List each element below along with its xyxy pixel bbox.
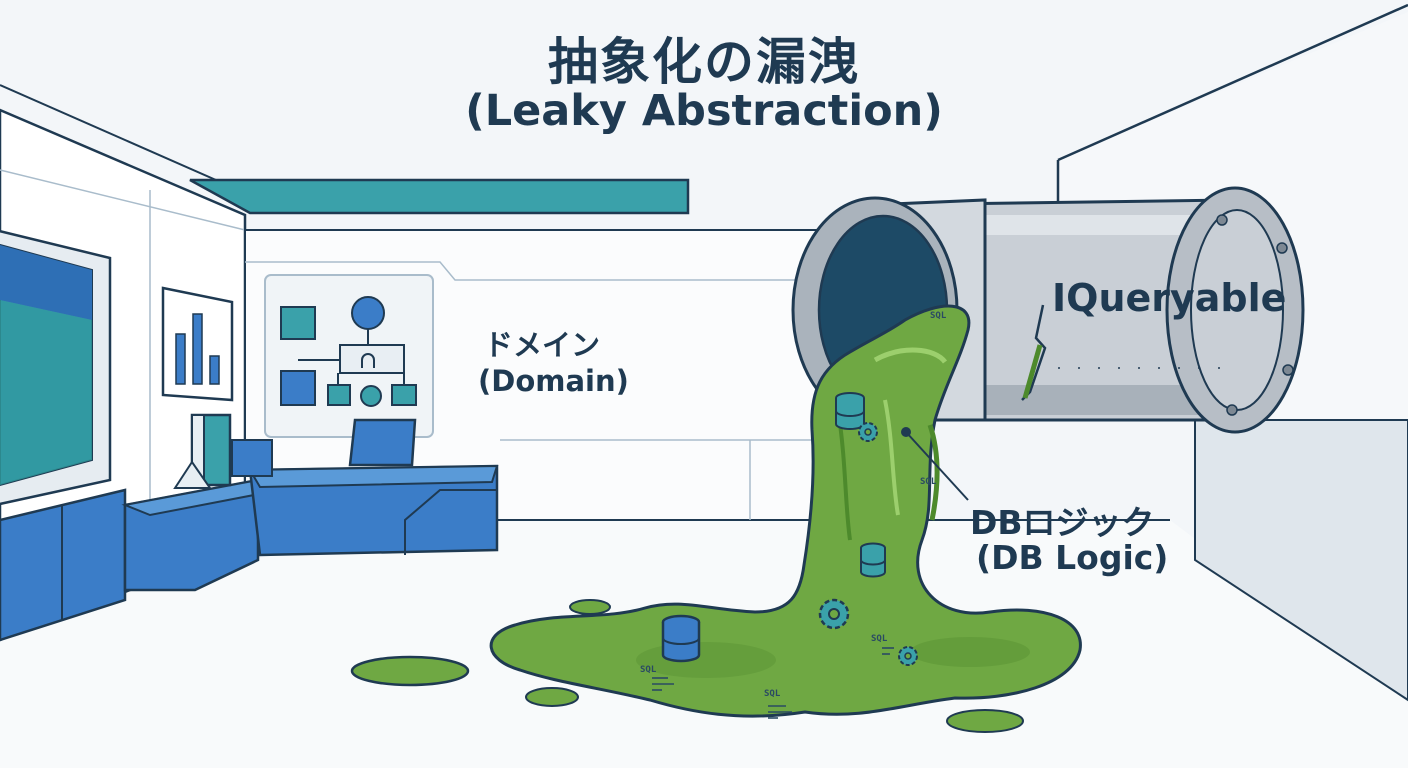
ceiling-accent	[189, 178, 690, 215]
domain-label-english: (Domain)	[478, 364, 629, 398]
wall-monitor	[0, 229, 112, 506]
gear-icon	[858, 422, 878, 442]
left-cabinet	[0, 488, 127, 642]
database-icon	[860, 542, 886, 578]
bar-chart-icon	[161, 286, 234, 402]
office-desk	[121, 413, 499, 592]
gear-icon	[818, 598, 850, 630]
title-japanese: 抽象化の漏洩	[548, 33, 860, 91]
sql-tag: SQL	[764, 689, 781, 699]
sludge	[350, 304, 1082, 733]
sql-tag: SQL	[871, 634, 888, 644]
pipe-label: IQueryable	[1052, 276, 1287, 320]
title-english: (Leaky Abstraction)	[465, 86, 943, 136]
org-chart-icon	[264, 274, 434, 438]
domain-label-japanese: ドメイン	[484, 328, 601, 362]
code-lines-icon	[652, 647, 894, 719]
gear-icon	[898, 646, 918, 666]
database-icon	[835, 392, 865, 430]
sql-tag: SQL	[640, 665, 657, 675]
sql-tag: SQL	[930, 311, 947, 321]
db-logic-label-japanese: DBロジック	[970, 503, 1155, 542]
leader-line	[905, 431, 969, 501]
sql-tag: SQL	[920, 477, 937, 487]
database-icon	[661, 614, 701, 663]
db-logic-label-english: (DB Logic)	[976, 538, 1169, 577]
